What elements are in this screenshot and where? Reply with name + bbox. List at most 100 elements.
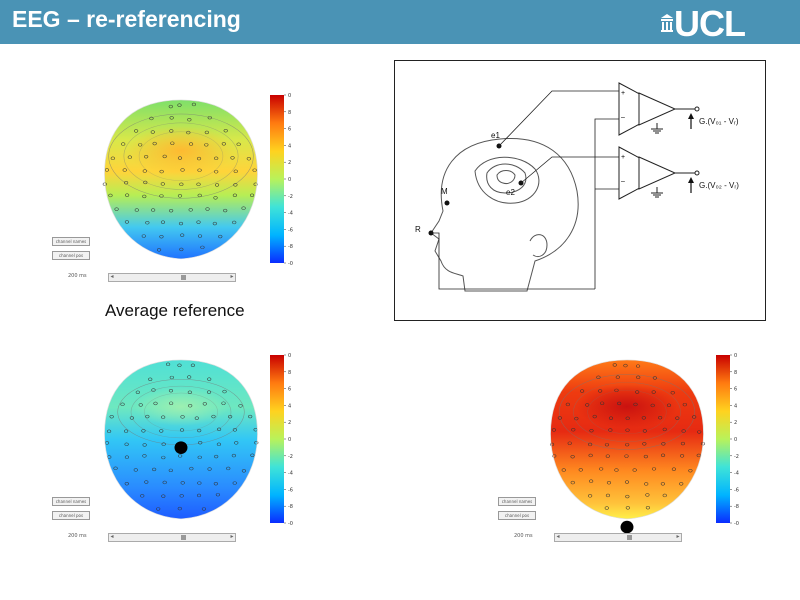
time-label: 200 ms bbox=[514, 533, 533, 539]
channel-pos-button[interactable]: channel pos bbox=[52, 511, 90, 520]
colorbar-tick-label: -4 bbox=[734, 471, 739, 477]
electrode-marker bbox=[110, 156, 115, 161]
electrode-marker bbox=[236, 142, 241, 147]
contour-line bbox=[558, 374, 696, 450]
slider-thumb[interactable] bbox=[181, 275, 186, 280]
colorbar-tick-label: 4 bbox=[288, 403, 291, 409]
slider-left-arrow-icon[interactable]: ◂ bbox=[110, 274, 114, 280]
colorbar-tick-label: 0 bbox=[288, 177, 291, 183]
electrode-marker bbox=[109, 414, 114, 419]
electrode-marker bbox=[197, 234, 203, 238]
electrode-marker bbox=[658, 415, 663, 420]
electrode-marker bbox=[651, 390, 656, 394]
time-slider[interactable]: ◂▸ bbox=[108, 533, 236, 542]
electrode-marker bbox=[153, 401, 158, 406]
slider-right-arrow-icon[interactable]: ▸ bbox=[676, 534, 680, 540]
electrode-marker bbox=[142, 443, 147, 447]
electrode-marker bbox=[138, 403, 143, 407]
electrode-marker bbox=[232, 193, 237, 197]
electrode-marker bbox=[179, 247, 184, 252]
channel-pos-button[interactable]: channel pos bbox=[52, 251, 90, 260]
electrode-marker bbox=[233, 169, 238, 174]
electrode-marker bbox=[645, 505, 650, 510]
colorbar-tick-label: -4 bbox=[288, 211, 293, 217]
electrode-marker bbox=[561, 468, 566, 472]
electrode-marker bbox=[104, 441, 110, 445]
slider-left-arrow-icon[interactable]: ◂ bbox=[110, 534, 114, 540]
electrode-marker bbox=[549, 442, 555, 447]
electrode-marker bbox=[188, 142, 194, 146]
electrode-marker bbox=[624, 454, 629, 458]
electrode-marker bbox=[218, 234, 223, 239]
electrode-marker bbox=[194, 416, 199, 420]
electrode-marker bbox=[145, 414, 150, 419]
wires bbox=[431, 90, 619, 290]
electrode-marker bbox=[191, 102, 197, 107]
slider-right-arrow-icon[interactable]: ▸ bbox=[230, 534, 234, 540]
colorbar-tick-label: -6 bbox=[288, 227, 293, 233]
electrode-marker bbox=[589, 428, 594, 433]
electrode-marker bbox=[162, 154, 167, 159]
colorbar-tick-label: 8 bbox=[288, 370, 291, 376]
slider-thumb[interactable] bbox=[627, 535, 632, 540]
electrode-marker bbox=[570, 455, 575, 459]
slider-right-arrow-icon[interactable]: ▸ bbox=[230, 274, 234, 280]
electrode-marker bbox=[552, 454, 557, 458]
electrode-marker bbox=[151, 208, 156, 212]
electrode-marker bbox=[204, 143, 209, 147]
electrode-marker bbox=[250, 453, 255, 457]
electrode-marker bbox=[197, 481, 202, 485]
electrode-marker bbox=[221, 142, 226, 146]
electrode-marker bbox=[212, 221, 217, 226]
reference-electrode bbox=[620, 520, 634, 534]
electrode-marker bbox=[588, 442, 593, 447]
channel-names-button[interactable]: channel names bbox=[498, 497, 536, 506]
electrode-marker bbox=[615, 375, 620, 379]
electrode-marker bbox=[159, 169, 164, 174]
activation-region bbox=[126, 125, 236, 176]
amplifier-2: + – G.(V₀₂ - Vᵣ) bbox=[618, 146, 739, 200]
electrode-marker bbox=[605, 454, 610, 458]
channel-pos-button[interactable]: channel pos bbox=[498, 511, 536, 520]
time-slider[interactable]: ◂▸ bbox=[554, 533, 682, 542]
electrode-marker bbox=[216, 442, 221, 447]
electrode-marker bbox=[187, 375, 192, 379]
scalp-map bbox=[549, 359, 706, 534]
label-m: M bbox=[441, 187, 448, 196]
electrode-marker bbox=[252, 168, 257, 172]
electrode-marker bbox=[574, 416, 579, 421]
electrode-marker bbox=[177, 194, 183, 198]
colorbar-tick-label: 2 bbox=[734, 420, 737, 426]
electrode-marker bbox=[661, 442, 666, 446]
electrode-marker bbox=[177, 103, 182, 107]
channel-names-button[interactable]: channel names bbox=[52, 497, 90, 506]
electrode-marker bbox=[129, 416, 134, 420]
slider-thumb[interactable] bbox=[181, 535, 186, 540]
colorbar-scale bbox=[716, 355, 730, 523]
electrode-marker bbox=[697, 430, 702, 434]
electrode-marker bbox=[205, 207, 210, 211]
electrode-marker bbox=[188, 208, 193, 212]
electrode-marker bbox=[196, 493, 202, 498]
electrode-marker bbox=[633, 402, 638, 407]
electrode-marker bbox=[604, 442, 610, 447]
channel-names-button[interactable]: channel names bbox=[52, 237, 90, 246]
activation-region bbox=[133, 387, 229, 426]
electrode-marker bbox=[159, 194, 164, 198]
colorbar-tick-label: 0 bbox=[288, 353, 291, 359]
electrode-marker bbox=[604, 506, 609, 510]
electrode-marker bbox=[570, 480, 575, 485]
colorbar-tick-label: 2 bbox=[288, 420, 291, 426]
slider-left-arrow-icon[interactable]: ◂ bbox=[556, 534, 560, 540]
contour-line bbox=[573, 382, 681, 442]
output-1-label: G.(V₀₁ - Vᵣ) bbox=[699, 117, 739, 126]
contour-line bbox=[138, 131, 224, 181]
electrode-marker bbox=[234, 441, 239, 445]
electrode-marker bbox=[675, 416, 680, 420]
time-slider[interactable]: ◂▸ bbox=[108, 273, 236, 282]
electrode-marker bbox=[232, 220, 237, 225]
electrode-marker bbox=[230, 156, 235, 160]
electrode-marker bbox=[144, 480, 149, 484]
electrode-marker bbox=[596, 375, 601, 380]
